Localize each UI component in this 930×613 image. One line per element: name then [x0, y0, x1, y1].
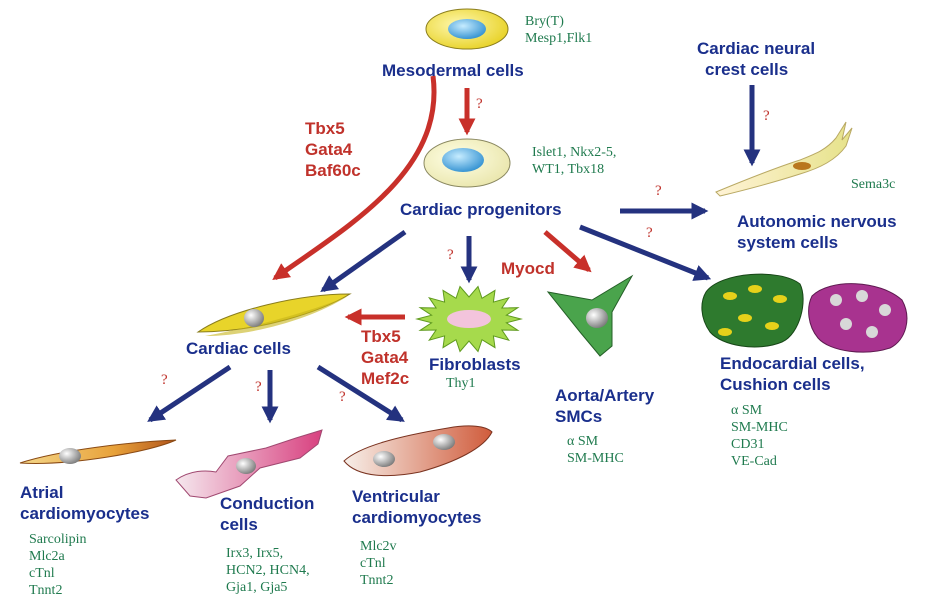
myocd-factor: Myocd: [501, 258, 555, 279]
marker-text: HCN2, HCN4,: [226, 562, 310, 579]
label-line: cardiomyocytes: [352, 507, 481, 528]
factor-text: Baf60c: [305, 160, 361, 181]
question-mark: ?: [763, 108, 770, 125]
label-line: SMCs: [555, 406, 654, 427]
reprogram-factors-direct: Tbx5 Gata4 Baf60c: [305, 118, 361, 181]
factor-text: Gata4: [305, 139, 361, 160]
atrial-markers: Sarcolipin Mlc2a cTnl Tnnt2: [29, 531, 87, 599]
label-line: Ventricular: [352, 486, 481, 507]
label-line: Cardiac neural: [697, 38, 815, 59]
arrow-progenitor-to-cardiac: [323, 232, 405, 290]
autonomic-neuron-image: [716, 122, 852, 196]
autonomic-marker: Sema3c: [851, 176, 895, 193]
marker-text: Mlc2v: [360, 538, 397, 555]
endocardial-markers: α SM SM-MHC CD31 VE-Cad: [731, 402, 788, 470]
conduction-cell-image: [176, 430, 322, 498]
question-mark: ?: [255, 379, 262, 396]
smc-markers: α SM SM-MHC: [567, 433, 624, 467]
smc-image: [548, 276, 632, 356]
cardiac-cell-image: [198, 294, 350, 336]
fibroblast-image: [417, 287, 521, 352]
marker-text: Bry(T): [525, 13, 592, 30]
marker-text: Mlc2a: [29, 548, 87, 565]
question-mark: ?: [646, 225, 653, 242]
conduction-markers: Irx3, Irx5, HCN2, HCN4, Gja1, Gja5: [226, 545, 310, 596]
marker-text: cTnl: [360, 555, 397, 572]
progenitor-markers: Islet1, Nkx2-5, WT1, Tbx18: [532, 144, 616, 178]
marker-text: Tnnt2: [29, 582, 87, 599]
mesodermal-markers: Bry(T) Mesp1,Flk1: [525, 13, 592, 47]
marker-text: Mesp1,Flk1: [525, 30, 592, 47]
ventricular-cardiomyocyte-image: [344, 426, 492, 476]
factor-text: Mef2c: [361, 368, 409, 389]
marker-text: SM-MHC: [567, 450, 624, 467]
arrow-progenitor-to-endocardial: [580, 227, 708, 278]
label-line: system cells: [737, 232, 897, 253]
autonomic-label: Autonomic nervous system cells: [737, 211, 897, 253]
label-line: Aorta/Artery: [555, 385, 654, 406]
neural-crest-label: Cardiac neural crest cells: [697, 38, 815, 80]
question-mark: ?: [161, 372, 168, 389]
label-line: Endocardial cells,: [720, 353, 865, 374]
marker-text: VE-Cad: [731, 453, 788, 470]
marker-text: α SM: [567, 433, 624, 450]
marker-text: Tnnt2: [360, 572, 397, 589]
atrial-cardiomyocyte-image: [20, 440, 176, 464]
marker-text: Gja1, Gja5: [226, 579, 310, 596]
cardiac-label: Cardiac cells: [186, 338, 291, 359]
ventricular-label: Ventricular cardiomyocytes: [352, 486, 481, 528]
atrial-label: Atrial cardiomyocytes: [20, 482, 149, 524]
marker-text: Islet1, Nkx2-5,: [532, 144, 616, 161]
factor-text: Tbx5: [361, 326, 409, 347]
factor-text: Gata4: [361, 347, 409, 368]
label-line: Conduction: [220, 493, 314, 514]
marker-text: CD31: [731, 436, 788, 453]
marker-text: α SM: [731, 402, 788, 419]
fibroblast-marker: Thy1: [446, 375, 476, 392]
endocardial-label: Endocardial cells, Cushion cells: [720, 353, 865, 395]
label-line: Cushion cells: [720, 374, 865, 395]
label-line: Atrial: [20, 482, 149, 503]
label-line: Autonomic nervous: [737, 211, 897, 232]
marker-text: Sarcolipin: [29, 531, 87, 548]
progenitor-cell-image: [424, 139, 510, 187]
question-mark: ?: [447, 247, 454, 264]
question-mark: ?: [655, 183, 662, 200]
marker-text: Irx3, Irx5,: [226, 545, 310, 562]
endocardial-cells-image: [702, 274, 907, 352]
reprogram-factors-fibro: Tbx5 Gata4 Mef2c: [361, 326, 409, 389]
ventricular-markers: Mlc2v cTnl Tnnt2: [360, 538, 397, 589]
marker-text: WT1, Tbx18: [532, 161, 616, 178]
label-line: crest cells: [697, 59, 815, 80]
marker-text: SM-MHC: [731, 419, 788, 436]
label-line: cells: [220, 514, 314, 535]
progenitor-label: Cardiac progenitors: [400, 199, 562, 220]
smc-label: Aorta/Artery SMCs: [555, 385, 654, 427]
question-mark: ?: [476, 96, 483, 113]
fibroblast-label: Fibroblasts: [429, 354, 521, 375]
question-mark: ?: [339, 389, 346, 406]
mesodermal-cell-image: [426, 9, 508, 49]
mesodermal-label: Mesodermal cells: [382, 60, 524, 81]
label-line: cardiomyocytes: [20, 503, 149, 524]
factor-text: Tbx5: [305, 118, 361, 139]
marker-text: cTnl: [29, 565, 87, 582]
conduction-label: Conduction cells: [220, 493, 314, 535]
